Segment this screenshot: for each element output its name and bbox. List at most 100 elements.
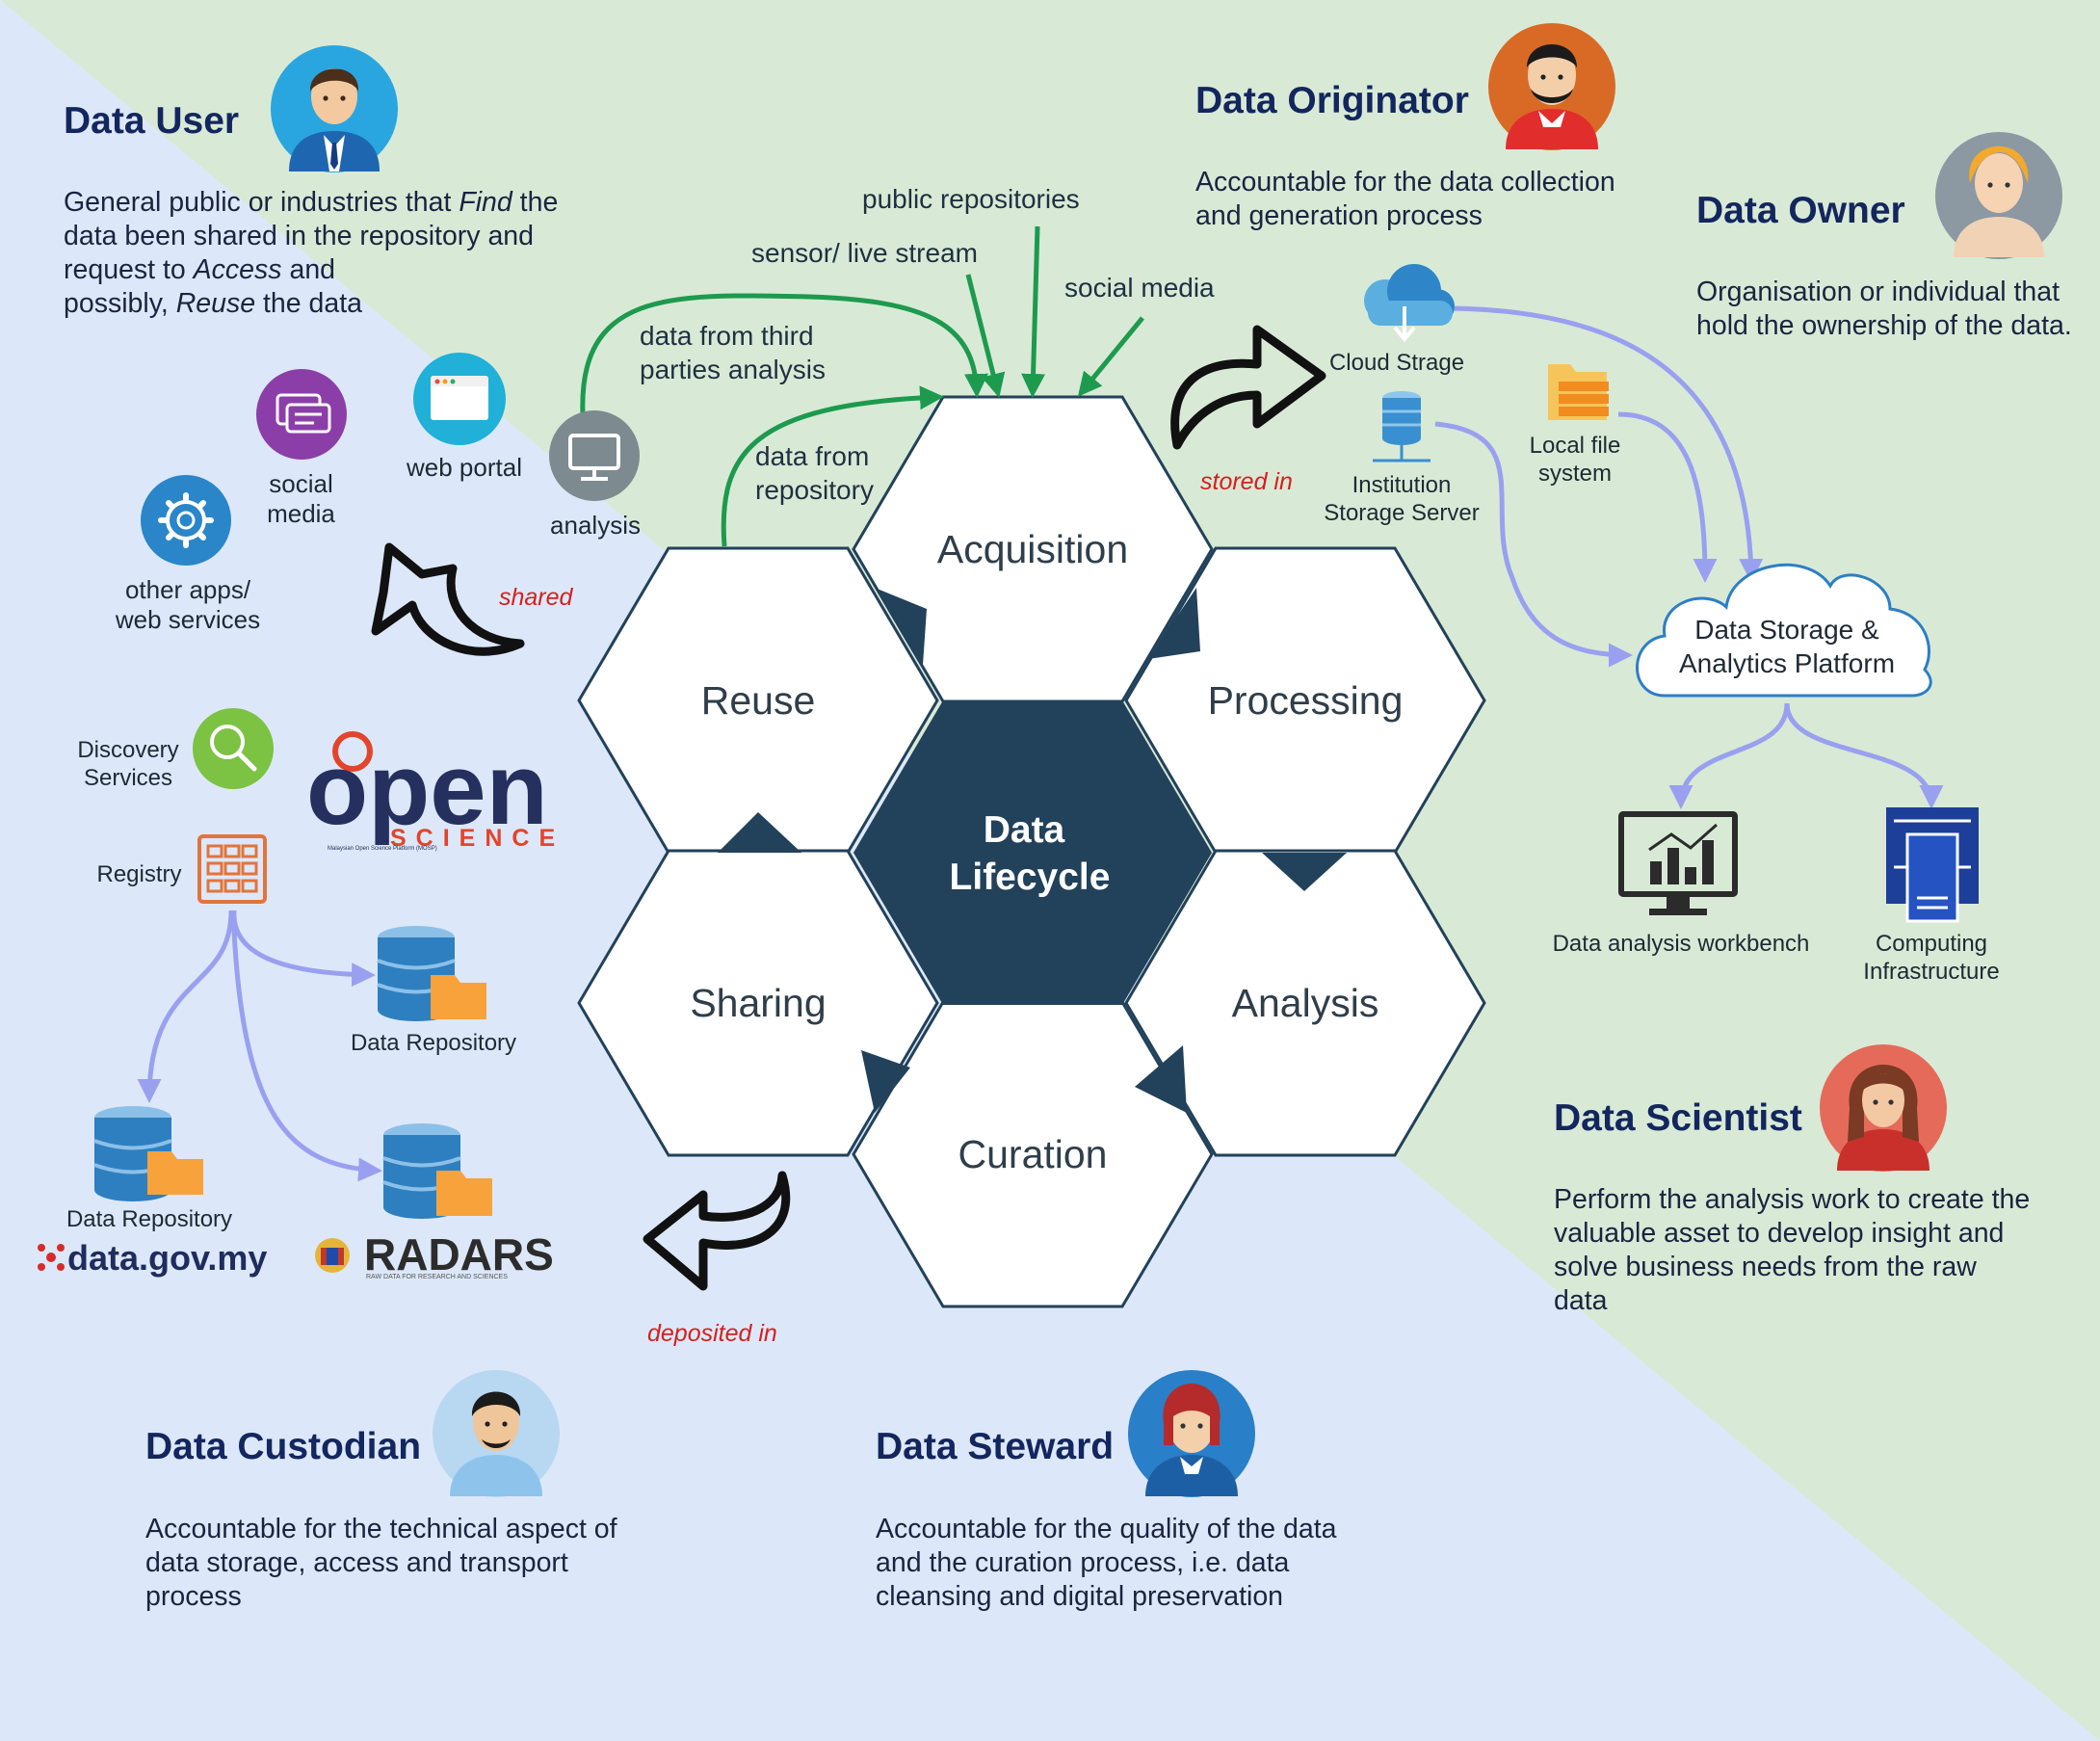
label-computing-infrastructure: Computing Infrastructure xyxy=(1863,931,2000,985)
open-science-fine-print: Malaysian Open Science Platform (MOSP) xyxy=(328,846,437,852)
data-user-avatar xyxy=(271,45,398,172)
arrow-platform-to-computing xyxy=(1784,702,1944,809)
stage-curation: Curation xyxy=(958,1132,1108,1176)
storage-arrows xyxy=(137,305,1944,1182)
radars-logo: RADARS RAW DATA FOR RESEARCH AND SCIENCE… xyxy=(315,1229,554,1280)
arrow-deposited-in xyxy=(643,1171,791,1291)
label-deposited-in: deposited in xyxy=(647,1320,777,1347)
data-owner-description: Organisation or individual that hold the… xyxy=(1696,277,2072,341)
arrow-registry-to-repo xyxy=(231,910,376,988)
stage-acquisition: Acquisition xyxy=(937,527,1128,571)
arrow-registry-to-radars xyxy=(230,910,382,1182)
big-arrows xyxy=(371,325,1326,1291)
data-user-title: Data User xyxy=(64,100,240,142)
analysis-monitor-icon xyxy=(549,410,640,501)
data-gov-wordmark: data.gov.my xyxy=(67,1238,267,1278)
data-originator-title: Data Originator xyxy=(1195,80,1469,121)
malaysia-crest-icon xyxy=(315,1238,350,1273)
gear-icon xyxy=(141,475,231,566)
label-platform: Data Storage & Analytics Platform xyxy=(1678,615,1896,678)
label-local-file-system: Local file system xyxy=(1529,433,1621,487)
data-scientist-title: Data Scientist xyxy=(1554,1097,1802,1139)
data-originator-avatar xyxy=(1488,23,1615,150)
database-folder-icon xyxy=(377,926,486,1021)
stage-reuse: Reuse xyxy=(701,678,816,723)
center-title-line1: Data xyxy=(984,809,1065,851)
cycle-marker-6 xyxy=(718,812,801,853)
data-scientist-description: Perform the analysis work to create the … xyxy=(1554,1184,2031,1316)
hex-center xyxy=(853,700,1212,1005)
registry-icon xyxy=(197,834,267,904)
arrow-sensor-live-stream xyxy=(965,274,1006,398)
label-social-media-source: social media xyxy=(1064,273,1215,303)
acquisition-arrows xyxy=(580,225,1144,547)
web-portal-icon xyxy=(413,353,506,445)
arrow-third-parties xyxy=(580,293,988,415)
data-scientist-avatar xyxy=(1820,1044,1947,1172)
arrow-public-repositories xyxy=(1021,225,1046,398)
label-data-repository: Data Repository xyxy=(350,1030,517,1056)
data-steward-title: Data Steward xyxy=(876,1426,1115,1467)
arrow-stored-in xyxy=(1170,325,1326,450)
data-originator-description: Accountable for the data collection and … xyxy=(1195,167,1615,231)
label-institution-server: Institution Storage Server xyxy=(1324,472,1480,526)
hex-analysis xyxy=(1124,849,1486,1157)
stage-analysis: Analysis xyxy=(1232,981,1379,1025)
arrow-shared xyxy=(371,542,525,656)
data-user-desc-find: Find xyxy=(459,187,512,218)
arrow-social-media xyxy=(1077,316,1144,397)
data-user-desc-access: Access xyxy=(193,254,282,285)
data-steward-avatar xyxy=(1128,1370,1255,1497)
center-title-line2: Lifecycle xyxy=(950,857,1111,898)
label-workbench: Data analysis workbench xyxy=(1552,931,1810,957)
stage-processing: Processing xyxy=(1208,678,1404,723)
data-user-desc-part-d: the data xyxy=(255,288,363,319)
open-science-logo: open SCIENCE Malaysian Open Science Plat… xyxy=(306,731,564,852)
cycle-marker-5 xyxy=(861,1050,910,1113)
label-sensor-live-stream: sensor/ live stream xyxy=(751,238,978,268)
radars-wordmark: RADARS xyxy=(364,1229,554,1279)
workbench-monitor-icon xyxy=(1618,811,1738,915)
arrow-cloud-to-platform xyxy=(1434,305,1764,583)
stage-sharing: Sharing xyxy=(690,981,826,1025)
label-other-apps: other apps/ web services xyxy=(115,575,261,634)
data-custodian-title: Data Custodian xyxy=(145,1426,422,1467)
arrow-local-to-platform xyxy=(1617,411,1718,583)
data-gov-logo: data.gov.my xyxy=(38,1238,267,1278)
data-steward-description: Accountable for the quality of the data … xyxy=(876,1514,1337,1612)
hexagon-ring xyxy=(577,395,1486,1308)
open-science-subtitle: SCIENCE xyxy=(390,825,564,852)
cloud-storage-icon xyxy=(1364,264,1455,343)
radars-subtitle: RAW DATA FOR RESEARCH AND SCIENCES xyxy=(366,1274,508,1280)
label-analysis: analysis xyxy=(550,511,641,540)
arrow-from-repository xyxy=(721,385,944,547)
label-shared: shared xyxy=(499,584,573,611)
label-discovery-services: Discovery Services xyxy=(77,737,179,791)
label-social-media: social media xyxy=(267,469,335,528)
social-media-icon xyxy=(256,369,347,460)
open-science-wordmark: open xyxy=(306,733,548,846)
database-folder-icon-datagov xyxy=(93,1106,203,1201)
search-icon xyxy=(193,708,274,789)
local-folder-icon xyxy=(1548,364,1609,420)
cycle-marker-3 xyxy=(1262,853,1347,891)
label-third-parties: data from third parties analysis xyxy=(640,321,826,384)
arrow-registry-to-datagov xyxy=(137,910,234,1103)
label-stored-in: stored in xyxy=(1200,468,1293,495)
cycle-marker-1 xyxy=(875,588,927,665)
data-custodian-avatar xyxy=(433,1370,560,1497)
server-database-icon xyxy=(1373,391,1431,462)
label-from-repository: data from repository xyxy=(755,441,874,505)
data-owner-avatar xyxy=(1935,132,2062,259)
database-folder-icon-radars xyxy=(382,1123,492,1219)
server-rack-icon xyxy=(1886,807,1979,923)
cycle-marker-2 xyxy=(1148,588,1200,659)
data-owner-title: Data Owner xyxy=(1696,190,1905,231)
data-user-description: General public or industries that Find t… xyxy=(64,186,603,321)
data-user-desc-part-c: and possibly, xyxy=(64,254,336,319)
label-cloud-storage: Cloud Strage xyxy=(1328,350,1465,376)
label-data-repository-datagov: Data Repository xyxy=(66,1206,233,1232)
arrow-institution-to-platform xyxy=(1434,421,1633,668)
